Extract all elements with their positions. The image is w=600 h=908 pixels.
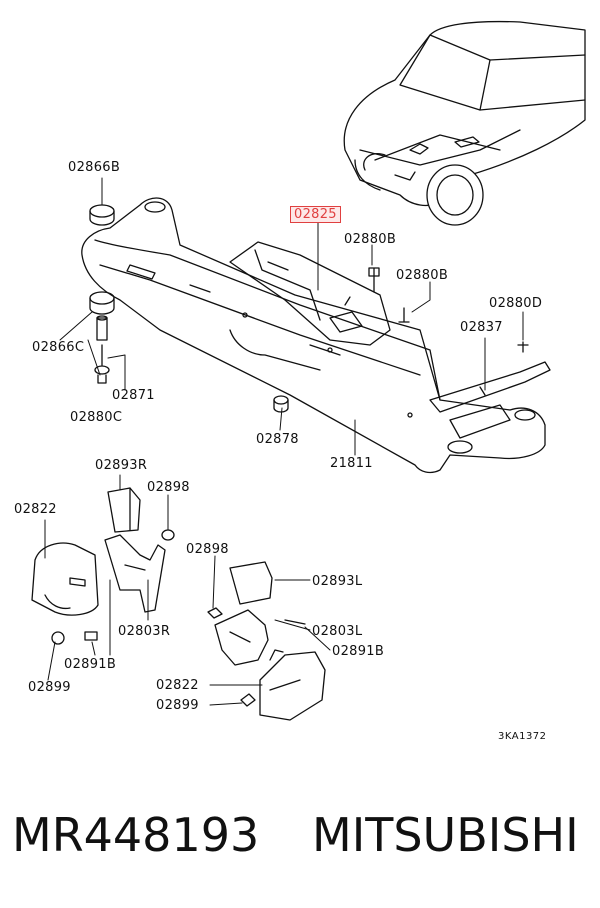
label-02880D: 02880D bbox=[489, 296, 543, 311]
parts-exploded-diagram bbox=[31, 20, 586, 721]
label-02803L: 02803L bbox=[312, 624, 363, 639]
label-02822-lower: 02822 bbox=[156, 678, 199, 693]
label-02880B-upper: 02880B bbox=[344, 232, 397, 247]
label-02822-upper: 02822 bbox=[14, 502, 57, 517]
label-02898-upper: 02898 bbox=[147, 480, 190, 495]
mount-assembly-left bbox=[207, 561, 326, 721]
label-02880C: 02880C bbox=[70, 410, 123, 425]
brand-name: MITSUBISHI bbox=[312, 808, 579, 862]
part-number: MR448193 bbox=[12, 808, 260, 862]
diagram-code: 3KA1372 bbox=[498, 731, 547, 742]
label-02893L: 02893L bbox=[312, 574, 363, 589]
label-02893R: 02893R bbox=[95, 458, 148, 473]
label-02899-right: 02899 bbox=[156, 698, 199, 713]
bracket-02825 bbox=[229, 241, 391, 346]
footer-caption: MR448193 MITSUBISHI bbox=[0, 800, 600, 870]
label-02899-left: 02899 bbox=[28, 680, 71, 695]
mount-assembly-right bbox=[31, 487, 175, 645]
label-02871: 02871 bbox=[112, 388, 155, 403]
label-02891B-left: 02891B bbox=[64, 657, 117, 672]
crossmember bbox=[81, 197, 546, 474]
label-02803R: 02803R bbox=[118, 624, 171, 639]
label-02825-highlighted[interactable]: 02825 bbox=[290, 206, 341, 223]
rail-02837 bbox=[429, 361, 551, 413]
label-02891B-right: 02891B bbox=[332, 644, 385, 659]
leader-lines bbox=[44, 177, 524, 706]
fasteners bbox=[89, 204, 529, 413]
label-02866B: 02866B bbox=[68, 160, 121, 175]
label-21811: 21811 bbox=[330, 456, 373, 471]
label-02866C: 02866C bbox=[32, 340, 85, 355]
label-02898-lower: 02898 bbox=[186, 542, 229, 557]
vehicle-outline bbox=[343, 20, 586, 226]
label-02837: 02837 bbox=[460, 320, 503, 335]
label-02880B-lower: 02880B bbox=[396, 268, 449, 283]
label-02878: 02878 bbox=[256, 432, 299, 447]
